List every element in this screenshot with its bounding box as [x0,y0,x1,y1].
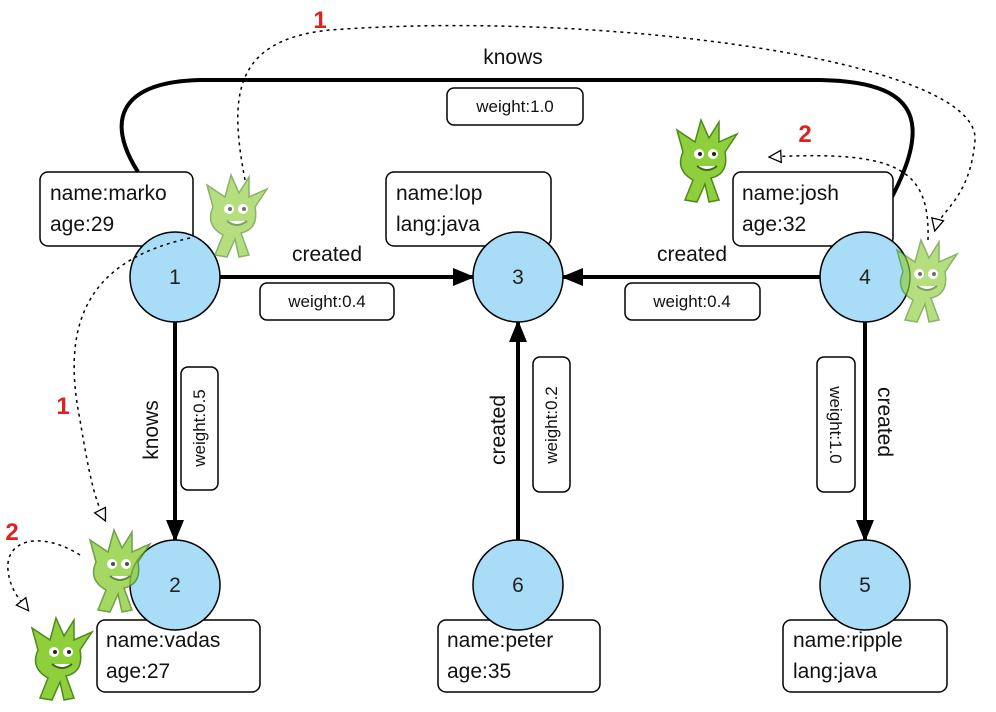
edge-4-3-created: created weight:0.4 [561,243,820,321]
edge-1-3-created: created weight:0.4 [220,243,475,321]
edge-label: created [657,243,727,266]
edge-4-5-created: weight:1.0 created [816,322,896,542]
svg-text:6: 6 [512,574,524,597]
vertex-5: 5 [819,539,911,631]
edge-label: knows [140,400,163,460]
vertex-1: 1 [129,231,221,323]
edge-1-2-knows: knows weight:0.5 [140,322,219,542]
svg-text:1: 1 [169,266,181,289]
vertex-2-properties: name:vadas age:27 [96,619,261,693]
step-number: 2 [798,121,811,148]
vertex-3: 3 [472,231,564,323]
traversal-paths [7,24,976,610]
svg-text:4: 4 [859,266,871,289]
edge-weight: weight:1.0 [475,97,554,116]
svg-text:age:29: age:29 [50,213,114,236]
svg-text:lang:java: lang:java [793,660,877,683]
edge-weight: weight:0.4 [287,292,366,311]
edge-label: created [873,387,896,457]
gremlin-icon [206,174,268,258]
step-number: 2 [5,519,18,546]
svg-text:2: 2 [169,574,181,597]
svg-text:age:27: age:27 [106,660,170,683]
edge-1-4-knows: knows weight:1.0 [119,46,915,234]
svg-text:name:ripple: name:ripple [793,629,903,652]
svg-text:name:vadas: name:vadas [106,629,220,652]
vertex-5-properties: name:ripple lang:java [782,619,948,693]
gremlin-icon [676,119,738,203]
edge-weight: weight:0.5 [190,389,209,468]
gremlin-icon [896,239,958,323]
edge-label: created [487,395,510,465]
edge-weight: weight:0.4 [652,292,731,311]
edge-6-3-created: created weight:0.2 [487,320,571,540]
edge-label: knows [483,46,543,69]
step-number: 1 [313,7,326,34]
svg-text:lang:java: lang:java [396,213,480,236]
gremlin-icon [31,617,93,701]
svg-text:age:32: age:32 [742,213,806,236]
svg-text:5: 5 [859,574,871,597]
vertex-6-properties: name:peter age:35 [437,619,601,693]
step-number: 1 [56,393,69,420]
edge-weight: weight:1.0 [826,385,845,464]
vertex-4: 4 [819,231,911,323]
vertex-6: 6 [472,539,564,631]
vertex-3-properties: name:lop lang:java [385,171,552,247]
edge-label: created [292,243,362,266]
vertex-4-properties: name:josh age:32 [732,171,894,247]
svg-text:name:lop: name:lop [396,182,482,205]
svg-text:3: 3 [512,266,524,289]
svg-text:name:josh: name:josh [742,182,839,205]
svg-text:name:peter: name:peter [447,629,553,652]
svg-text:age:35: age:35 [447,660,511,683]
vertex-1-properties: name:marko age:29 [39,171,194,247]
svg-text:name:marko: name:marko [50,182,167,205]
edge-weight: weight:0.2 [542,386,561,465]
